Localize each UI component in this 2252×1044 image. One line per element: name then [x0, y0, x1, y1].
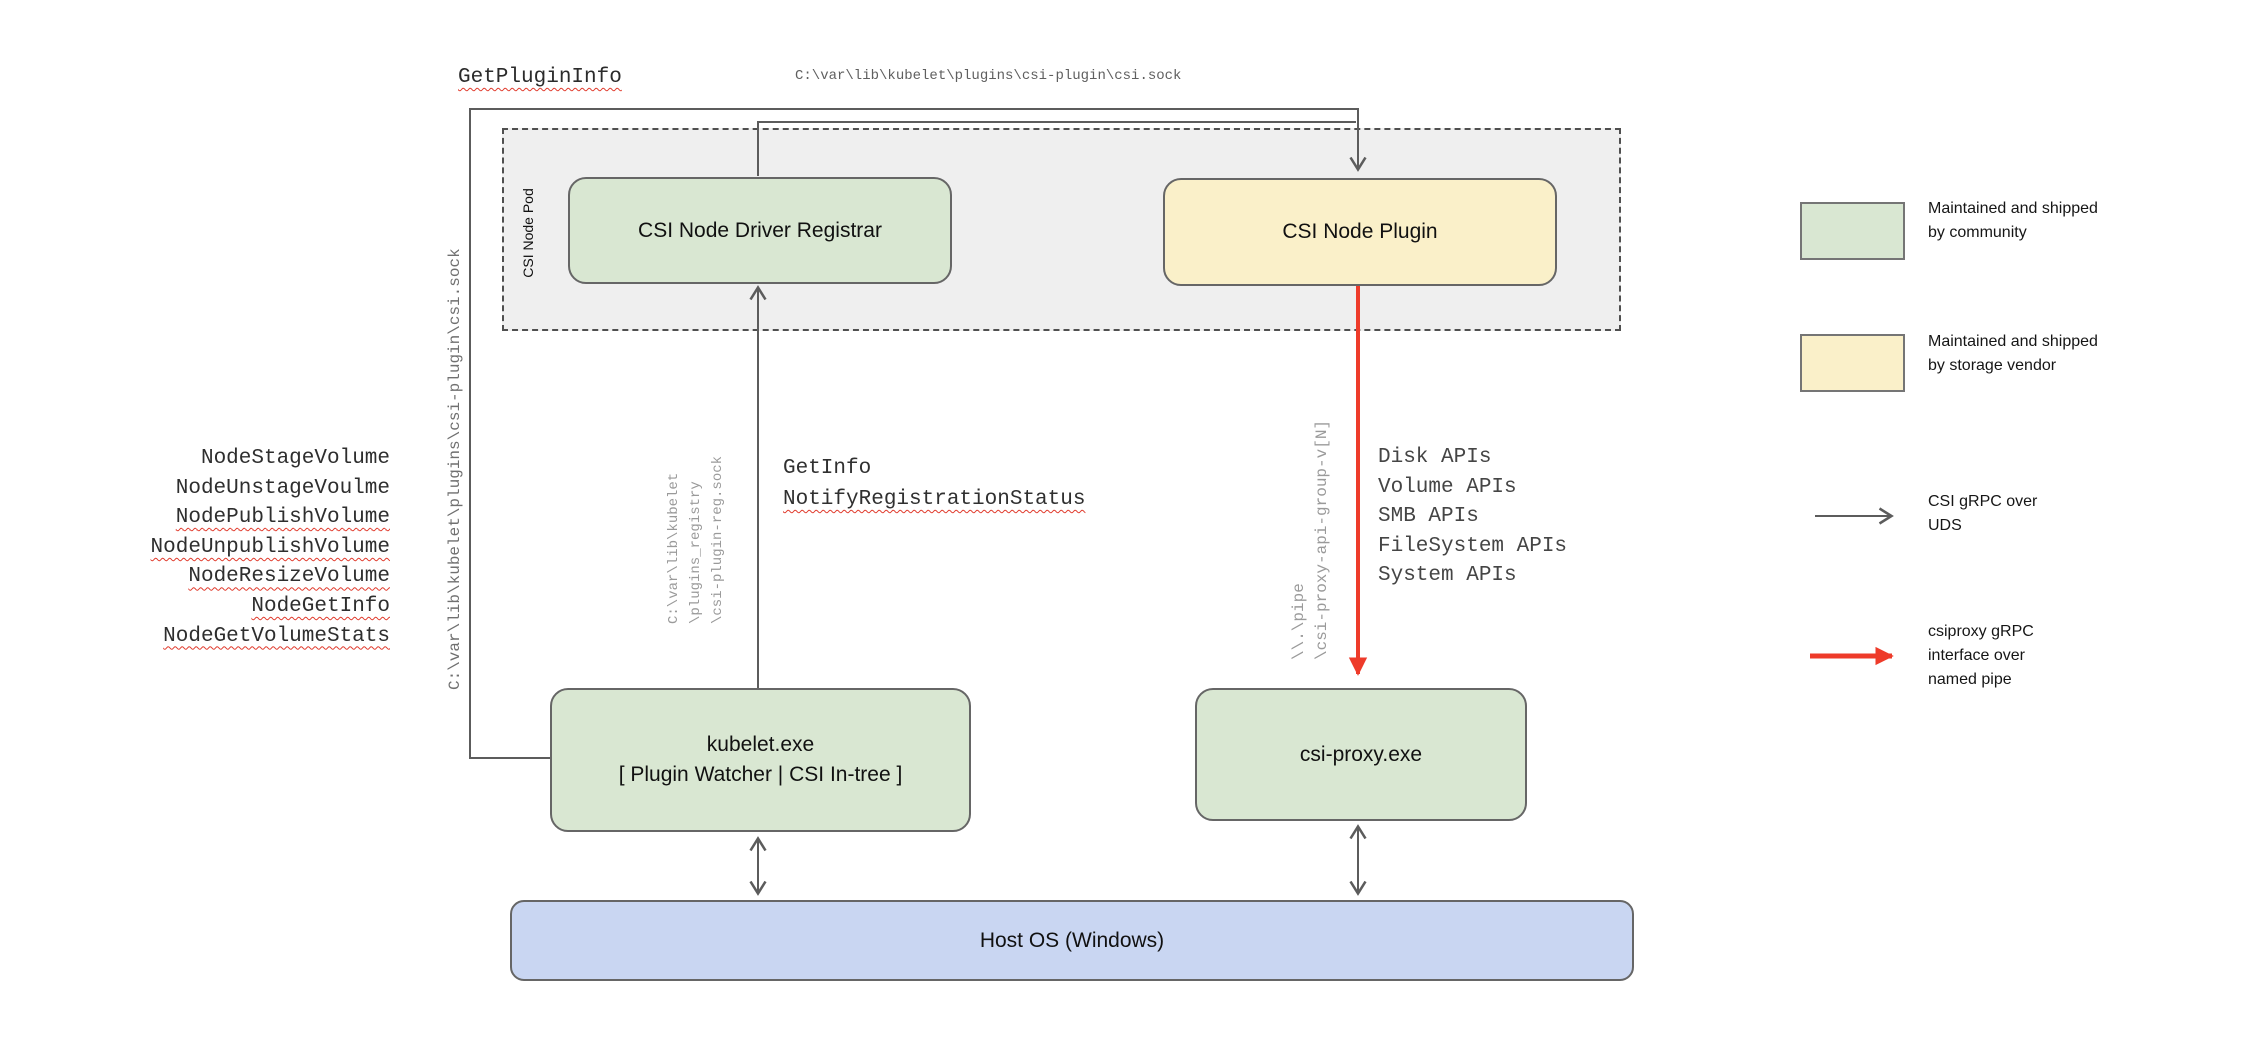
host-os-box: Host OS (Windows)	[510, 900, 1634, 981]
named-pipe-path-label: \\.\pipe \csi-proxy-api-group-v[N]	[1290, 419, 1331, 660]
legend-vendor-label: Maintained and shipped by storage vendor	[1928, 333, 2098, 374]
kubelet-box: kubelet.exe [ Plugin Watcher | CSI In-tr…	[550, 688, 971, 832]
csi-node-plugin-box: CSI Node Plugin	[1163, 178, 1557, 286]
plugin-registration-socket-path-label: C:\var\lib\kubelet \plugins_registry \cs…	[666, 455, 726, 624]
node-call: NodeStageVolume	[200, 447, 390, 470]
kubelet-components-line: [ Plugin Watcher | CSI In-tree ]	[618, 763, 903, 786]
get-plugin-info-label: GetPluginInfo	[458, 66, 622, 89]
node-rpc-call-list: NodeStageVolume NodeUnstageVoulme NodePu…	[40, 444, 390, 651]
legend-community-label: Maintained and shipped by community	[1928, 200, 2098, 241]
api-group: Disk APIs	[1378, 446, 1492, 469]
csi-sock-path-label-top: C:\var\lib\kubelet\plugins\csi-plugin\cs…	[795, 68, 1182, 84]
node-call: NodePublishVolume	[175, 506, 390, 530]
api-group: Volume APIs	[1378, 475, 1517, 499]
api-group: SMB APIs	[1378, 505, 1479, 529]
legend-vendor-swatch	[1800, 334, 1905, 392]
getinfo-label: GetInfo	[783, 457, 872, 480]
csi-node-driver-registrar-label: CSI Node Driver Registrar	[638, 218, 882, 242]
node-call: NodeGetVolumeStats	[163, 624, 390, 648]
legend-community-swatch	[1800, 202, 1905, 260]
host-os-label: Host OS (Windows)	[979, 928, 1165, 952]
csi-sock-path-label-left-vertical: C:\var\lib\kubelet\plugins\csi-plugin\cs…	[446, 248, 464, 690]
node-call: NodeUnstageVoulme	[175, 476, 390, 500]
registration-call-list: GetInfo NotifyRegistrationStatus	[783, 453, 1085, 515]
notify-registration-status-label: NotifyRegistrationStatus	[783, 488, 1086, 511]
csi-node-plugin-label: CSI Node Plugin	[1282, 220, 1438, 243]
kubelet-exe-line: kubelet.exe	[706, 733, 815, 756]
arrow-kubelet-to-csi-node-plugin	[469, 108, 1367, 759]
csi-proxy-box: csi-proxy.exe	[1195, 688, 1527, 821]
node-call: NodeResizeVolume	[188, 565, 390, 589]
node-call: NodeGetInfo	[251, 594, 390, 618]
csi-proxy-api-group-list: Disk APIs Volume APIs SMB APIs FileSyste…	[1378, 443, 1567, 591]
api-group: FileSystem APIs	[1378, 534, 1568, 558]
api-group: System APIs	[1378, 564, 1517, 588]
node-call: NodeUnpublishVolume	[150, 535, 390, 559]
line-registrar-to-csi-node-plugin	[757, 121, 1356, 176]
legend-named-pipe-label: csiproxy gRPC interface over named pipe	[1928, 623, 2034, 688]
csi-proxy-label: csi-proxy.exe	[1299, 742, 1423, 766]
legend-uds-label: CSI gRPC over UDS	[1928, 493, 2038, 534]
kubelet-label: kubelet.exe [ Plugin Watcher | CSI In-tr…	[619, 730, 903, 790]
csi-node-driver-registrar-box: CSI Node Driver Registrar	[568, 177, 952, 284]
